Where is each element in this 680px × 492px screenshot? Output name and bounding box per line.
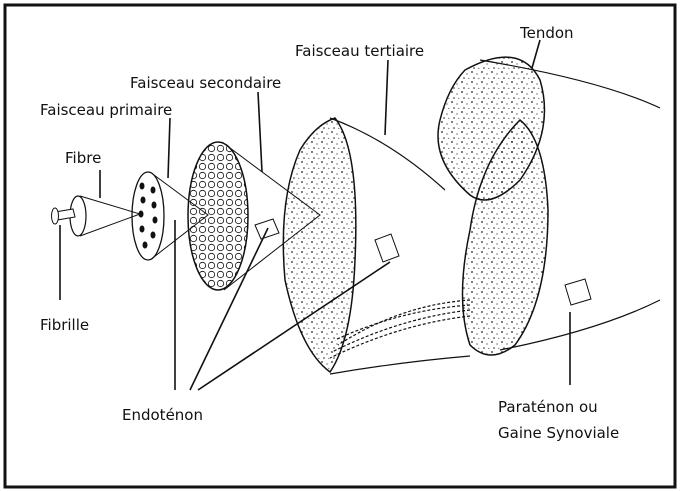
faisceau-primaire-label: Faisceau primaire xyxy=(40,101,172,119)
tendon-label: Tendon xyxy=(519,24,574,42)
tendon-big-fascicles xyxy=(438,57,548,355)
paratenon-label-line1: Paraténon ou xyxy=(498,398,598,416)
fibre-label: Fibre xyxy=(65,149,101,167)
endotenon-label: Endoténon xyxy=(122,406,203,424)
fibrille-shape xyxy=(52,208,59,224)
paratenon-label-line2: Gaine Synoviale xyxy=(498,424,619,442)
fibrille-label: Fibrille xyxy=(40,316,89,334)
faisceau-secondaire-label: Faisceau secondaire xyxy=(130,74,281,92)
fibre-shape xyxy=(55,196,140,236)
faisceau-tertiaire-shape xyxy=(255,118,356,372)
faisceau-tertiaire-label: Faisceau tertiaire xyxy=(295,42,424,60)
